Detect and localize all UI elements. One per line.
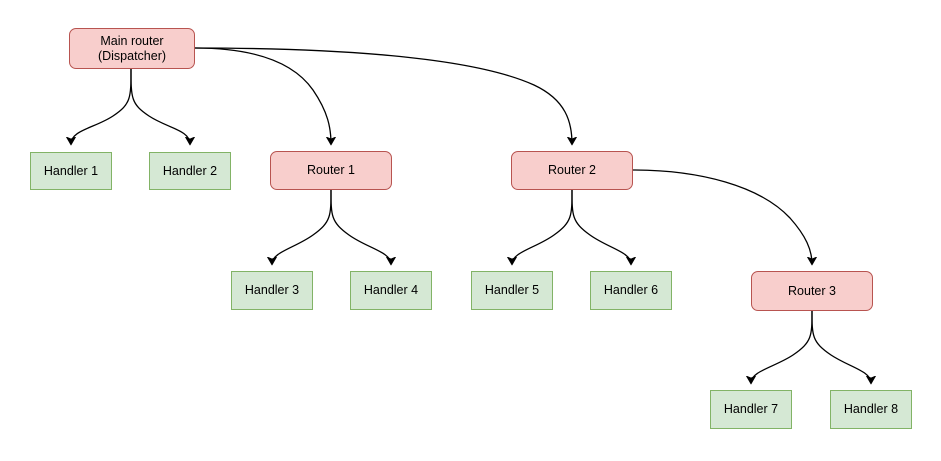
edges-group xyxy=(71,47,871,383)
node-router-2[interactable]: Router 2 xyxy=(511,151,633,190)
node-handler-6[interactable]: Handler 6 xyxy=(590,271,672,310)
edge-r1-h4 xyxy=(330,189,391,264)
edge-r3-h7 xyxy=(751,310,813,383)
node-label-router-3: Router 3 xyxy=(788,283,836,298)
node-label-handler-3: Handler 3 xyxy=(244,283,300,297)
edge-main-r1 xyxy=(194,47,331,144)
edge-r2-r3 xyxy=(632,169,812,264)
node-label-handler-6: Handler 6 xyxy=(603,283,659,297)
node-label-router-1: Router 1 xyxy=(307,163,355,177)
node-handler-5[interactable]: Handler 5 xyxy=(471,271,553,310)
node-label-handler-7: Handler 7 xyxy=(723,402,779,416)
node-label-router-2: Router 2 xyxy=(548,163,596,177)
node-handler-4[interactable]: Handler 4 xyxy=(350,271,432,310)
edge-r1-h3 xyxy=(272,189,332,264)
edge-main-h1 xyxy=(71,68,132,144)
edge-main-h2 xyxy=(130,68,190,144)
node-main-router[interactable]: Main router (Dispatcher) xyxy=(69,28,195,69)
node-label-handler-2: Handler 2 xyxy=(162,163,218,178)
edge-r3-h8 xyxy=(811,310,871,383)
node-handler-2[interactable]: Handler 2 xyxy=(149,152,231,190)
edge-r2-h5 xyxy=(512,189,573,264)
node-label-handler-1: Handler 1 xyxy=(43,163,99,178)
node-handler-8[interactable]: Handler 8 xyxy=(830,390,912,429)
node-handler-1[interactable]: Handler 1 xyxy=(30,152,112,190)
node-router-3[interactable]: Router 3 xyxy=(751,271,873,311)
node-router-1[interactable]: Router 1 xyxy=(270,151,392,190)
node-label-handler-8: Handler 8 xyxy=(843,402,899,416)
node-handler-7[interactable]: Handler 7 xyxy=(710,390,792,429)
node-label-main-router: Main router (Dispatcher) xyxy=(97,33,167,63)
edge-main-r2 xyxy=(194,47,572,144)
node-handler-3[interactable]: Handler 3 xyxy=(231,271,313,310)
node-label-handler-4: Handler 4 xyxy=(363,283,419,297)
node-label-handler-5: Handler 5 xyxy=(484,283,540,297)
edge-r2-h6 xyxy=(571,189,631,264)
